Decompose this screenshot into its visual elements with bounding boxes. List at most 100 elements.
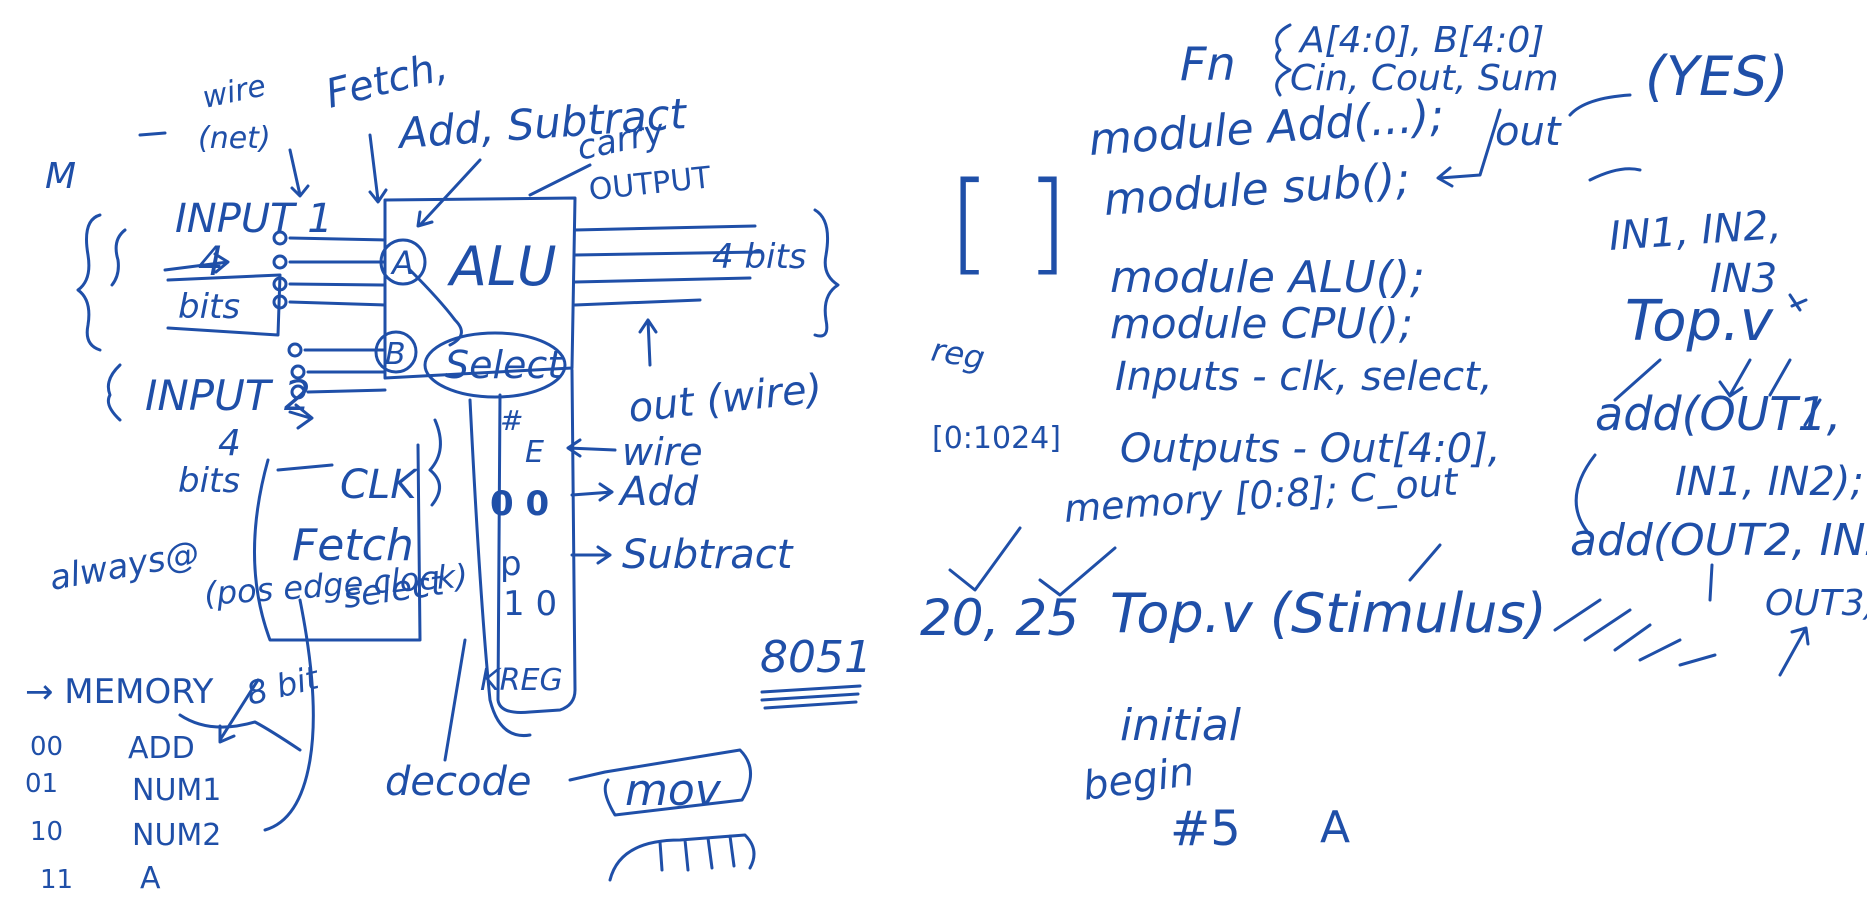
- code-out3: OUT3);: [1765, 583, 1867, 624]
- mov-scribble: [608, 833, 756, 882]
- alu-output-wires: [573, 224, 762, 307]
- out-arrow: [1436, 108, 1502, 188]
- label-wire-2: wire: [622, 430, 703, 474]
- input2-arrow: [288, 403, 314, 430]
- label-in-list: IN1, IN2,: [1607, 202, 1782, 260]
- label-input1: INPUT 1: [175, 196, 333, 242]
- code-module-alu: module ALU();: [1110, 252, 1425, 303]
- decoder-column: [496, 368, 577, 714]
- select-ellipse: [423, 331, 567, 399]
- clk-dash: [276, 463, 334, 472]
- label-fn-line2: Cin, Cout, Sum: [1290, 58, 1559, 99]
- add-signal-arrow: [570, 482, 614, 502]
- add-out2-tick: [1708, 563, 1714, 602]
- top-v-stroke: [1613, 358, 1662, 402]
- memory-table: 00 ADD 01 NUM1 10 NUM2 11 A: [25, 731, 221, 896]
- input2-bit-circles: [287, 342, 306, 400]
- label-memory: → MEMORY: [25, 672, 214, 712]
- alu-box: [383, 196, 577, 380]
- top-v-stroke-2: [1768, 358, 1792, 397]
- label-brackets: [ ]: [948, 158, 1069, 286]
- label-fetch-block: Fetch: [292, 520, 414, 571]
- code-add-out2: add(OUT2, IN2,: [1570, 515, 1867, 566]
- loop-arrow: [1574, 453, 1597, 537]
- code-module-sub: module sub();: [1102, 154, 1412, 226]
- memory-link-curve: [263, 598, 315, 832]
- input1-wires: [288, 236, 387, 307]
- label-yes: (YES): [1645, 45, 1789, 108]
- label-always: always@: [47, 533, 202, 599]
- mem-label: ADD: [128, 731, 195, 766]
- right-brace-output: [813, 208, 840, 338]
- label-decode: decode: [385, 759, 531, 805]
- mem-label: NUM2: [132, 818, 221, 853]
- operand-a-circle: [379, 238, 427, 286]
- bit-ten: 1 0: [503, 584, 557, 624]
- label-output: OUTPUT: [587, 160, 713, 208]
- alu-internal-curve: [408, 268, 463, 347]
- wire-arrow-2: [566, 438, 617, 458]
- check-mark-3: [1408, 543, 1442, 582]
- code-a: A: [1320, 802, 1350, 853]
- input2-wires: [303, 348, 387, 394]
- operand-b-circle: [374, 330, 418, 374]
- label-a: A: [390, 244, 414, 282]
- label-fn: Fn: [1180, 37, 1236, 91]
- label-range: [0:1024]: [932, 421, 1061, 456]
- label-8051: 8051: [760, 632, 872, 683]
- label-bits-b: bits: [178, 461, 240, 501]
- label-subtract-signal: Subtract: [622, 532, 794, 578]
- carry-line: [528, 163, 592, 197]
- decode-line: [443, 638, 467, 762]
- add-out1-mark: [1803, 398, 1822, 427]
- mov-box: [568, 748, 752, 817]
- mem-code: 00: [30, 732, 63, 762]
- mem-code: 11: [40, 865, 73, 895]
- label-net: (net): [198, 121, 271, 156]
- label-kreg: KREG: [480, 663, 563, 698]
- label-input2: INPUT 2: [145, 371, 311, 420]
- label-m: M: [45, 156, 76, 197]
- label-out-wire: out (wire): [626, 366, 824, 432]
- code-in-args: IN1, IN2);: [1675, 459, 1864, 505]
- label-alu: ALU: [447, 235, 557, 298]
- subtract-signal-arrow: [570, 545, 612, 565]
- memory-row: 10 NUM2: [30, 817, 221, 853]
- label-nums: 20, 25: [920, 589, 1079, 647]
- memory-arrow: [218, 678, 260, 744]
- label-wire: wire: [199, 68, 269, 115]
- bit-zero: 0 0: [490, 484, 549, 524]
- label-clk: CLK: [340, 462, 419, 508]
- input1-arrow: [163, 252, 230, 274]
- wire-arrow: [288, 148, 310, 198]
- memory-row: 01 NUM1: [25, 769, 221, 808]
- out3-arrow: [1778, 626, 1810, 677]
- label-4-b: 4: [218, 423, 241, 464]
- up-arrow: [638, 318, 658, 367]
- label-add-signal: Add: [617, 469, 699, 515]
- code-add-out1: add(OUT1,: [1595, 387, 1841, 441]
- fn-brace: [1275, 23, 1292, 97]
- memory-row: 00 ADD: [30, 731, 195, 766]
- check-mark-1: [948, 526, 1022, 592]
- code-module-cpu: module CPU();: [1110, 299, 1413, 348]
- yes-check: [1568, 93, 1632, 117]
- left-brace-inner: [110, 228, 127, 287]
- stimulus-scribbles: [1553, 598, 1717, 667]
- label-bits-a: bits: [178, 287, 240, 327]
- asterisk-mark: [1788, 293, 1808, 312]
- mark-pound: #: [500, 404, 523, 437]
- left-brace-input2: [106, 363, 122, 422]
- label-top-stimulus: Top.v (Stimulus): [1110, 582, 1547, 645]
- right-notes: Fn A[4:0], B[4:0] Cin, Cout, Sum (YES) m…: [920, 20, 1867, 857]
- label-fn-line1: A[4:0], B[4:0]: [1298, 20, 1544, 61]
- input1-bit-circles: [272, 230, 288, 310]
- top-v-arrow-1: [1718, 358, 1752, 398]
- input1-box: [166, 273, 282, 337]
- mem-code: 01: [25, 769, 58, 799]
- mem-code: 10: [30, 817, 63, 847]
- mem-label: NUM1: [132, 773, 221, 808]
- label-top-v: Top.v: [1625, 289, 1774, 354]
- add-arrow: [416, 158, 482, 228]
